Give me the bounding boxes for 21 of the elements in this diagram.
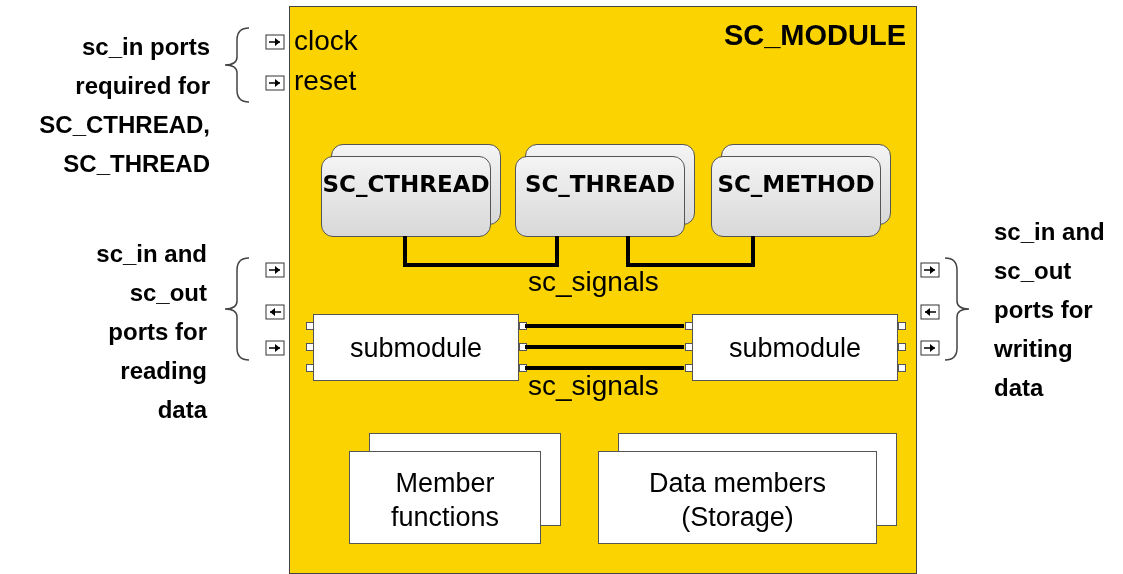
port-note: sc_in and sc_out ports for reading data	[95, 239, 207, 425]
card-label: Member functions	[389, 467, 501, 534]
module-title: SC_MODULE	[723, 19, 906, 52]
port-note: sc_in and sc_out ports for writing data	[994, 217, 1106, 403]
signal-line	[525, 324, 684, 328]
module-box	[289, 6, 917, 574]
signal-line	[525, 366, 684, 370]
process-label: SC_THREAD	[523, 171, 677, 197]
signal-line	[525, 345, 684, 349]
card-label: Data members (Storage)	[647, 467, 828, 534]
signal-label: sc_signals	[528, 266, 659, 298]
signal-line	[626, 236, 755, 267]
process-label: SC_CTHREAD	[322, 171, 490, 197]
port-name: clock	[294, 25, 358, 57]
submodule-label: submodule	[727, 333, 863, 364]
port-note: sc_in ports required for SC_CTHREAD, SC_THREAD	[38, 32, 210, 179]
port-name: reset	[294, 65, 357, 97]
signal-label: sc_signals	[528, 370, 659, 402]
submodule-label: submodule	[348, 333, 484, 364]
signal-line	[403, 236, 559, 267]
process-label: SC_METHOD	[716, 171, 876, 197]
